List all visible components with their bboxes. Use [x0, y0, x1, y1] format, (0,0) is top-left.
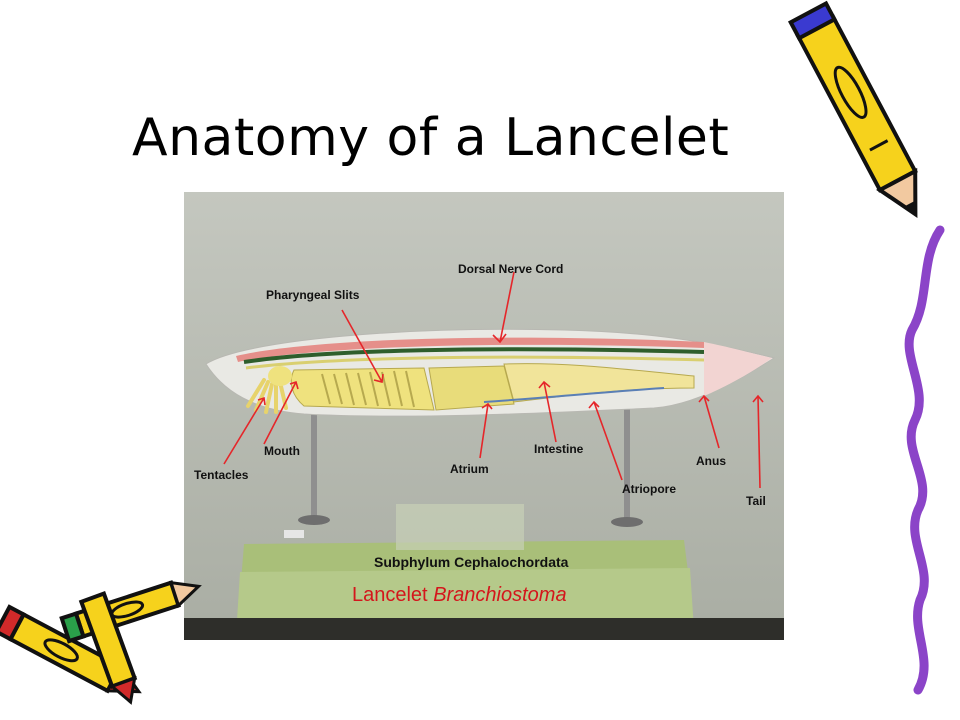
label-anus: Anus: [696, 454, 726, 468]
crayon-icon: [78, 591, 138, 705]
squiggle-line: [904, 225, 945, 695]
slide-title: Anatomy of a Lancelet: [132, 108, 730, 168]
label-atrium: Atrium: [450, 462, 489, 476]
label-intestine: Intestine: [534, 442, 584, 456]
label-pharyngeal-slits: Pharyngeal Slits: [266, 288, 360, 302]
species-common-name: Lancelet: [352, 584, 428, 606]
pencil-icon: [787, 0, 918, 218]
label-atriopore: Atriopore: [622, 482, 676, 496]
dorsal-nerve-cord: [243, 347, 705, 364]
crayon-icon: [59, 580, 202, 644]
lancelet-model-photo: Dorsal Nerve Cord Pharyngeal Slits Mouth…: [184, 192, 784, 640]
label-arrows: [223, 271, 764, 489]
tail-fin: [704, 342, 772, 396]
notochord: [245, 355, 705, 370]
label-dorsal-nerve-cord: Dorsal Nerve Cord: [458, 262, 564, 276]
atrium-region: [428, 365, 515, 411]
species-name: Lancelet Branchiostoma: [352, 584, 567, 607]
species-genus-name: Branchiostoma: [433, 584, 567, 606]
stand-foot-left: [298, 515, 330, 525]
crayon-icon: [0, 604, 142, 694]
dorsal-muscle-band: [236, 337, 704, 362]
label-tentacles: Tentacles: [194, 468, 249, 482]
base-title: Subphylum Cephalochordata: [374, 554, 569, 570]
label-mouth: Mouth: [264, 444, 300, 458]
base-tag: [284, 530, 304, 538]
oral-hood: [268, 366, 292, 386]
blood-vessel: [483, 387, 665, 403]
stand-post-left: [311, 376, 317, 518]
stand-post-right: [624, 370, 630, 520]
stand-foot-right: [611, 517, 643, 527]
label-tail: Tail: [746, 494, 766, 508]
table-edge: [184, 618, 784, 640]
model-illustration: [184, 192, 784, 640]
acrylic-plate: [396, 504, 524, 550]
